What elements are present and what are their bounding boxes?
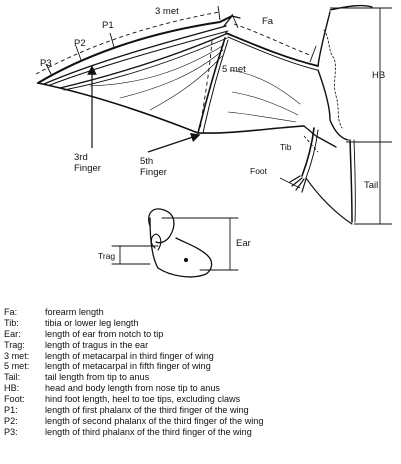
legend-abbreviation: HB: xyxy=(4,383,20,394)
tail-membrane xyxy=(305,177,353,225)
legend-abbreviation: Tib: xyxy=(4,317,19,328)
label-3met: 3 met xyxy=(155,6,179,17)
label-finger3-line1: 3rd xyxy=(74,152,88,163)
label-5met: 5 met xyxy=(222,64,246,75)
label-p3: P3 xyxy=(40,58,52,69)
bat-measurement-diagram: P3 P2 P1 3 met Fa 5 met HB Tib Foot Tail… xyxy=(35,4,392,278)
label-tail: Tail xyxy=(364,180,378,191)
legend-row: Trag: length of tragus in the ear xyxy=(4,340,399,351)
label-trag: Trag xyxy=(98,251,115,261)
head-outline xyxy=(149,217,213,278)
foot xyxy=(289,175,307,193)
legend-description: length of third phalanx of the third fin… xyxy=(45,426,252,437)
legend-row: Tail: tail length from tip to anus xyxy=(4,372,399,383)
tail xyxy=(349,139,353,223)
fa-tick-left xyxy=(231,13,239,29)
legend-row: 5 met: length of metacarpal in fifth fing… xyxy=(4,361,399,372)
legend-row: HB: head and body length from nose tip to… xyxy=(4,383,399,394)
thumb xyxy=(223,15,241,27)
legend-row: Fa: forearm length xyxy=(4,307,399,318)
label-finger5-line1: 5th xyxy=(140,156,153,167)
legend-description: tail length from tip to anus xyxy=(45,372,150,383)
legend-row: P2: length of second phalanx of the third… xyxy=(4,416,399,427)
label-hb: HB xyxy=(372,70,385,81)
eye xyxy=(183,257,189,263)
met5-dashed-line xyxy=(199,39,213,131)
legend-abbreviation: 5 met: xyxy=(4,361,30,372)
legend-description: head and body length from nose tip to an… xyxy=(45,383,220,394)
bat-body xyxy=(289,4,373,225)
legend-abbreviation: Trag: xyxy=(4,339,25,350)
legend-abbreviation: 3 met: xyxy=(4,350,30,361)
third-finger-bone xyxy=(43,25,227,85)
label-foot: Foot xyxy=(250,166,268,176)
fourth-finger-bone xyxy=(59,33,227,89)
legend-row: P3: length of third phalanx of the third … xyxy=(4,427,399,438)
forearm-bone xyxy=(225,32,319,67)
label-finger3-line2: Finger xyxy=(74,163,101,174)
legend-abbreviation: P1: xyxy=(4,405,18,416)
leg xyxy=(301,127,315,177)
legend-description: tibia or lower leg length xyxy=(45,317,139,328)
fifth-finger-bone xyxy=(197,37,226,134)
legend-description: length of metacarpal in fifth finger of … xyxy=(45,361,211,372)
body-outline xyxy=(317,4,373,141)
measurement-lines xyxy=(35,5,392,225)
legend-abbreviation: Tail: xyxy=(4,372,21,383)
diagram-labels: P3 P2 P1 3 met Fa 5 met HB Tib Foot Tail… xyxy=(40,6,385,261)
label-p1: P1 xyxy=(102,20,114,31)
finger5-arrow xyxy=(147,132,201,153)
legend-abbreviation: P2: xyxy=(4,415,18,426)
legend-row: Foot: hind foot length, heel to toe tips,… xyxy=(4,394,399,405)
p3-tick xyxy=(45,63,53,77)
legend-abbreviation: Foot: xyxy=(4,394,25,405)
legend-description: length of first phalanx of the third fin… xyxy=(45,405,249,416)
wing-trailing-edge xyxy=(37,82,305,134)
legend-row: Ear: length of ear from notch to tip xyxy=(4,329,399,340)
legend-abbreviation: Fa: xyxy=(4,307,18,317)
legend-description: hind foot length, heel to toe tips, excl… xyxy=(45,394,241,405)
label-p2: P2 xyxy=(74,38,86,49)
forearm-dashed-line xyxy=(233,23,313,57)
tib-measure-line xyxy=(303,135,319,153)
wingtip-dashed-line xyxy=(35,11,221,75)
ear-detail xyxy=(111,208,239,278)
legend-description: length of ear from notch to tip xyxy=(45,328,164,339)
foot-measure-line xyxy=(279,177,301,189)
label-finger5-line2: Finger xyxy=(140,167,167,178)
p1-tick xyxy=(109,32,115,48)
legend-description: length of second phalanx of the third fi… xyxy=(45,415,264,426)
body-fur xyxy=(323,29,343,129)
legend-row: Tib: tibia or lower leg length xyxy=(4,318,399,329)
p2-tick xyxy=(75,45,82,61)
legend-row: 3 met: length of metacarpal in third fing… xyxy=(4,351,399,362)
label-fa: Fa xyxy=(262,16,274,27)
legend-description: length of metacarpal in third finger of … xyxy=(45,350,214,361)
fa-tick-right xyxy=(309,45,317,63)
legend-row: P1: length of first phalanx of the third … xyxy=(4,405,399,416)
ear-outline xyxy=(148,208,175,244)
legend-description: forearm length xyxy=(45,307,104,317)
label-tib: Tib xyxy=(280,142,292,152)
legend-abbreviation: Ear: xyxy=(4,328,21,339)
wing-leading-edge xyxy=(37,15,233,84)
tragus-outline xyxy=(150,233,162,251)
met3-tick xyxy=(217,5,221,21)
legend-description: length of tragus in the ear xyxy=(45,339,149,350)
pointer-arrows xyxy=(87,65,201,153)
label-ear: Ear xyxy=(236,238,251,249)
legend-abbreviation: P3: xyxy=(4,426,18,437)
wing xyxy=(37,15,337,148)
